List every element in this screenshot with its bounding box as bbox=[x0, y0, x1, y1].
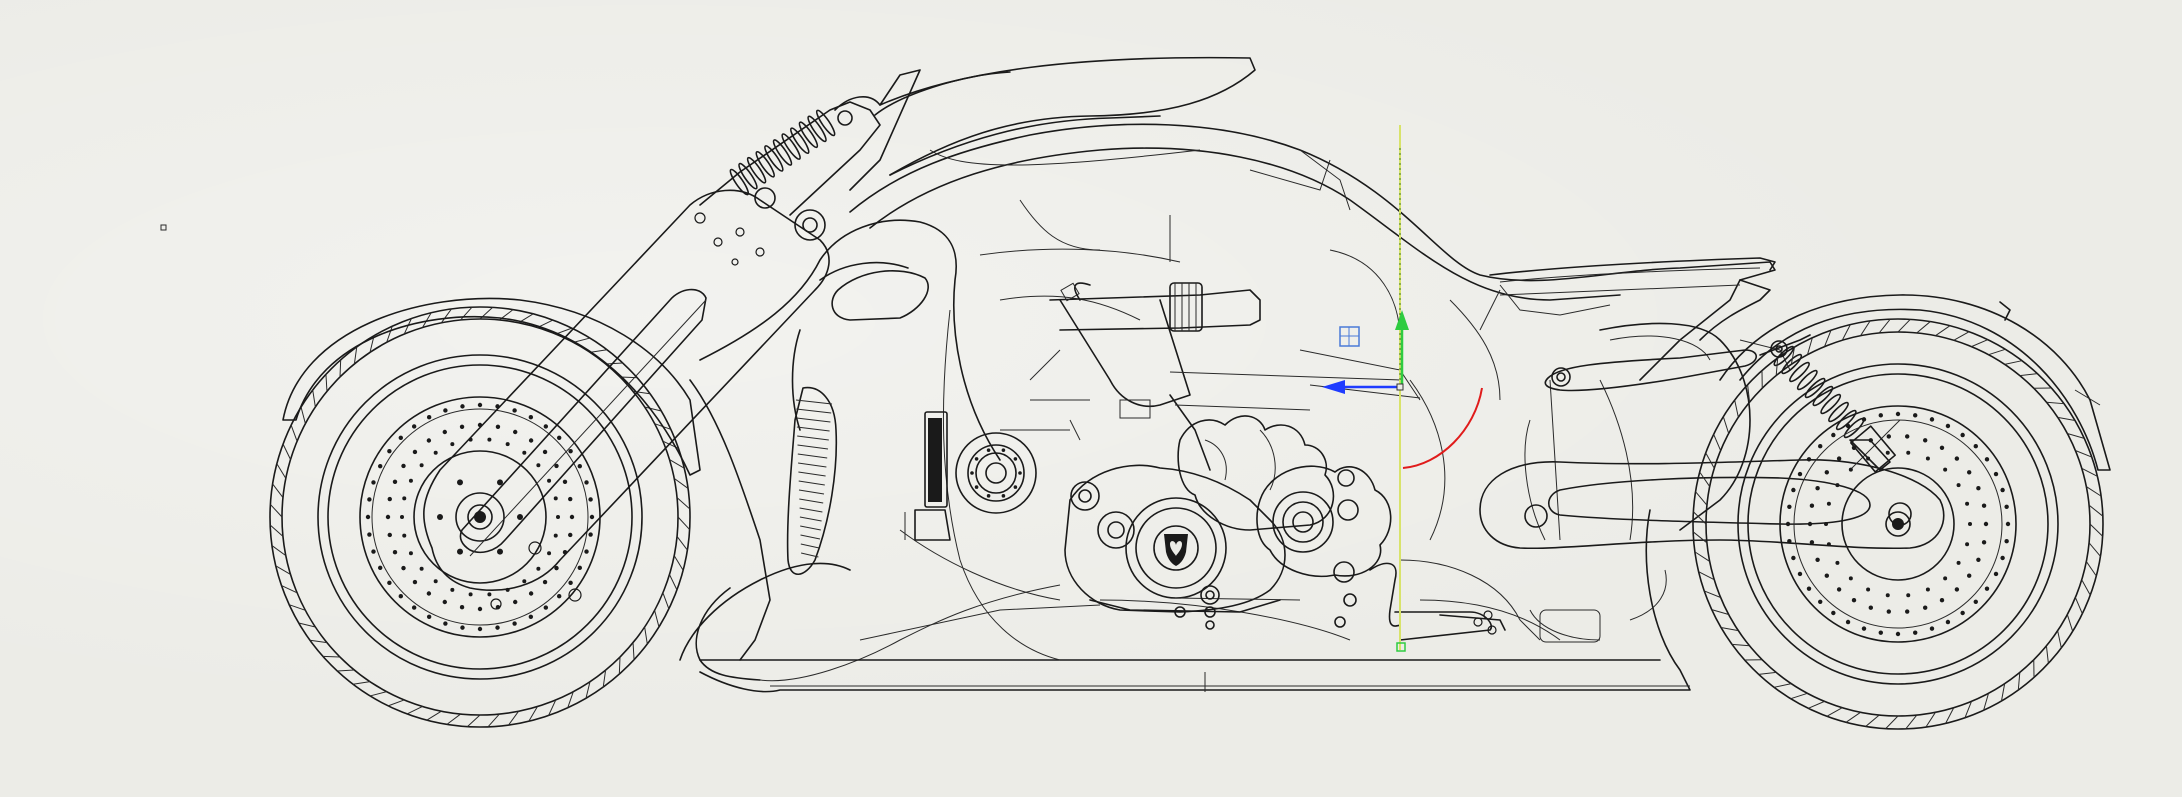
frame-body bbox=[679, 199, 1751, 693]
move-x-arrow-icon[interactable] bbox=[1322, 380, 1398, 394]
move-y-arrow-icon[interactable] bbox=[1395, 310, 1409, 388]
rotate-arc-icon[interactable] bbox=[1402, 387, 1483, 469]
rear-swingarm bbox=[1479, 279, 1945, 550]
plane-handle-icon[interactable] bbox=[1339, 326, 1360, 347]
fuel-tank bbox=[849, 56, 1776, 381]
rear-wheel bbox=[1692, 294, 2111, 730]
vertex-point[interactable] bbox=[160, 224, 167, 231]
front-shock bbox=[699, 69, 921, 216]
transform-gizmo[interactable] bbox=[1322, 125, 1483, 652]
front-wheel bbox=[269, 297, 701, 728]
gizmo-base-handle[interactable] bbox=[1396, 642, 1406, 652]
engine bbox=[904, 282, 1506, 641]
logo-badge-icon bbox=[1164, 534, 1188, 566]
front-fork bbox=[423, 189, 830, 610]
gizmo-center-handle[interactable] bbox=[1396, 383, 1404, 391]
